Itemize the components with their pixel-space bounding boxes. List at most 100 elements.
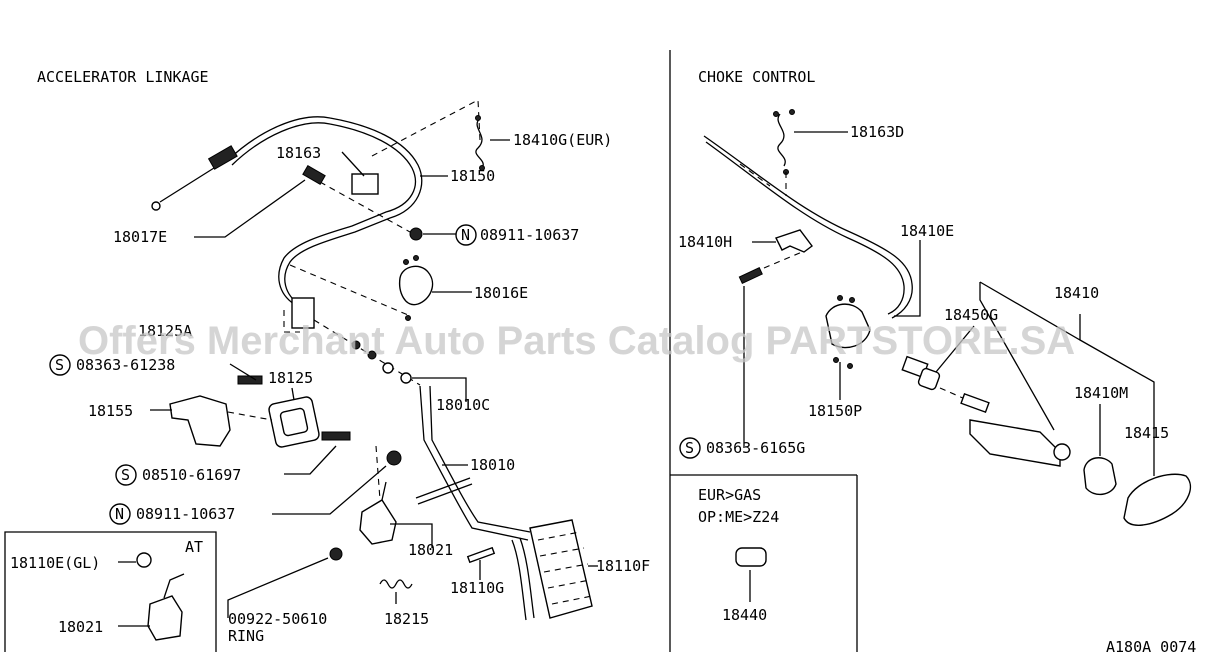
- label-18410: 18410: [1054, 284, 1099, 302]
- leader-18163: [341, 151, 365, 177]
- choke-cable: [703, 135, 913, 319]
- pedal-pad-grid: [537, 531, 593, 605]
- label-18163: 18163: [276, 144, 321, 162]
- clip-18163d-dot-1: [789, 109, 795, 115]
- washer-c: [382, 362, 394, 374]
- dashed-18155: [227, 411, 273, 421]
- spring-18215: [379, 579, 413, 589]
- label-18410h: 18410H: [678, 233, 732, 251]
- leader-00922: [227, 557, 329, 618]
- choke-switch-ring: [1053, 443, 1071, 461]
- label-18125: 18125: [268, 369, 313, 387]
- leader-18010c: [412, 377, 467, 402]
- at-title: AT: [185, 538, 203, 556]
- bracket-18021: [359, 499, 397, 545]
- cable-end-fitting: [207, 145, 238, 170]
- label-18010c: 18010C: [436, 396, 490, 414]
- leader-08510: [284, 445, 337, 475]
- ring-18410m: [1083, 457, 1117, 495]
- dashed-bracket: [283, 310, 300, 333]
- choke-cable-inner: [705, 141, 905, 315]
- label-18163d: 18163D: [850, 123, 904, 141]
- ring-18010c: [400, 372, 412, 384]
- grommet-dot-2: [413, 255, 419, 261]
- choke-switch-stem: [960, 392, 990, 414]
- pedal-arm-18010: [419, 385, 529, 541]
- accelerator-linkage-title: ACCELERATOR LINKAGE: [37, 68, 209, 86]
- clip-18410h-dash: [763, 251, 803, 269]
- marker-s-2: [115, 464, 137, 486]
- eur-gas-label: EUR>GAS: [698, 486, 761, 504]
- label-18016e: 18016E: [474, 284, 528, 302]
- choke-switch-body: [969, 419, 1061, 467]
- bracket-18150p-dot-4: [847, 363, 853, 369]
- leader-18450g: [935, 325, 975, 373]
- label-18021-b: 18021: [58, 618, 103, 636]
- ring-00922: [329, 547, 343, 561]
- marker-s-1-letter: S: [55, 356, 64, 374]
- label-18110e: 18110E(GL): [10, 554, 100, 572]
- label-18021-a: 18021: [408, 541, 453, 559]
- label-08363-b: 08363-6165G: [706, 439, 805, 457]
- bracket-18021-at: [147, 595, 183, 641]
- grommet-dot-1: [403, 259, 409, 265]
- label-18017e: 18017E: [113, 228, 167, 246]
- bracket-18021-at-rod: [163, 573, 185, 599]
- label-00922: 00922-50610: [228, 610, 327, 628]
- choke-nut-2: [917, 367, 941, 391]
- marker-n-1-letter: N: [461, 226, 470, 244]
- leader-18125: [291, 387, 295, 401]
- long-bolt-edge: [417, 483, 473, 505]
- leader-08363-a: [229, 363, 257, 381]
- choke-cable-dash: [739, 163, 771, 187]
- dashed-guide-top: [371, 99, 481, 157]
- bracket-18150p-dot-2: [849, 297, 855, 303]
- nut-08911-b: [386, 450, 402, 466]
- bolt-08363: [237, 375, 263, 385]
- clip-18163d-dot-2: [773, 111, 779, 117]
- bracket-18150p-dot-1: [837, 295, 843, 301]
- label-18110f: 18110F: [596, 557, 650, 575]
- marker-s-2-letter: S: [121, 466, 130, 484]
- knob-18415: [1123, 473, 1191, 526]
- leader-08911-b: [272, 465, 387, 515]
- leader-18410e: [894, 240, 921, 317]
- bracket-18155: [169, 395, 231, 447]
- marker-n-2-letter: N: [115, 505, 124, 523]
- washer-a: [351, 340, 361, 350]
- marker-s-3-letter: S: [685, 439, 694, 457]
- clip-18410h: [775, 229, 813, 253]
- label-18410e: 18410E: [900, 222, 954, 240]
- clip-18410g: [475, 117, 484, 169]
- option-z24-label: OP:ME>Z24: [698, 508, 779, 526]
- leader-18017e: [194, 179, 306, 238]
- bracket-18150p-dot-3: [833, 357, 839, 363]
- label-ring: RING: [228, 627, 264, 645]
- marker-n-1: [455, 224, 477, 246]
- leader-18410: [979, 282, 1055, 431]
- label-18450g: 18450G: [944, 306, 998, 324]
- label-08911-a: 08911-10637: [480, 226, 579, 244]
- label-18155: 18155: [88, 402, 133, 420]
- pedal-arm-18010-edge: [429, 385, 531, 533]
- leader-18410-c: [1079, 339, 1155, 476]
- bracket-18021-rod: [381, 481, 387, 501]
- marker-n-2: [109, 503, 131, 525]
- label-08911-b: 08911-10637: [136, 505, 235, 523]
- clip-18410g-dot-1: [475, 115, 481, 121]
- stopper-18125-inner: [279, 407, 309, 437]
- bolt-08510: [321, 431, 351, 441]
- watermark-text: Offers Merchant Auto Parts Catalog PARTS…: [78, 319, 1075, 363]
- accelerator-cable-inner: [231, 122, 416, 305]
- clip-18163: [351, 173, 379, 195]
- bracket-18125a: [291, 297, 315, 329]
- screw-08363-b: [738, 267, 763, 285]
- label-18415: 18415: [1124, 424, 1169, 442]
- label-18150p: 18150P: [808, 402, 862, 420]
- label-18125a: 18125A: [138, 322, 192, 340]
- label-18440: 18440: [722, 606, 767, 624]
- label-18110g: 18110G: [450, 579, 504, 597]
- label-18010: 18010: [470, 456, 515, 474]
- label-18410m: 18410M: [1074, 384, 1128, 402]
- nut-08911-a: [409, 227, 423, 241]
